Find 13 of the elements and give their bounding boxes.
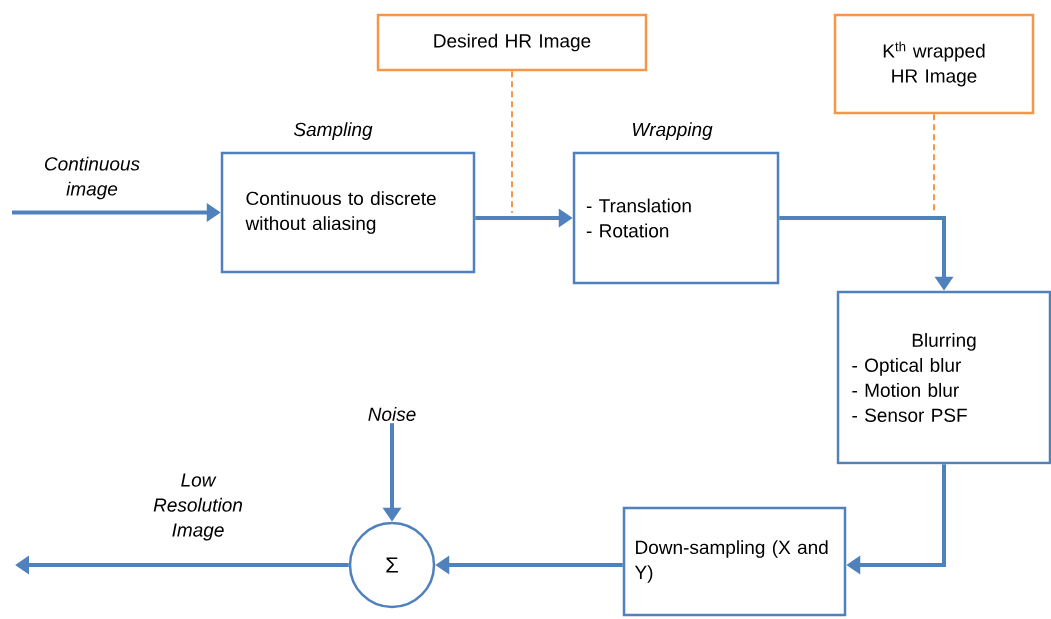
io-label: Low Resolution Image <box>153 473 242 541</box>
image-box: K$^{th}$ wrapped HR Image <box>833 13 1035 115</box>
input-label: Noise <box>368 407 416 421</box>
heading: Wrapping <box>633 122 713 140</box>
summing-junction: Σ <box>348 521 436 609</box>
process-box: Blurring - Optical blur - Motion blur - Sensor PSF <box>836 290 1051 465</box>
process-box: - Translation - Rotation <box>572 151 780 285</box>
heading: Sampling <box>293 122 373 140</box>
image-box: Desired HR Image <box>376 13 648 72</box>
dashed-connector <box>511 70 513 214</box>
io-label: Continuous image <box>45 156 140 200</box>
process-box: Continuous to discrete without aliasing <box>220 151 476 274</box>
process-box: Down-sampling (X and Y) <box>622 506 847 617</box>
